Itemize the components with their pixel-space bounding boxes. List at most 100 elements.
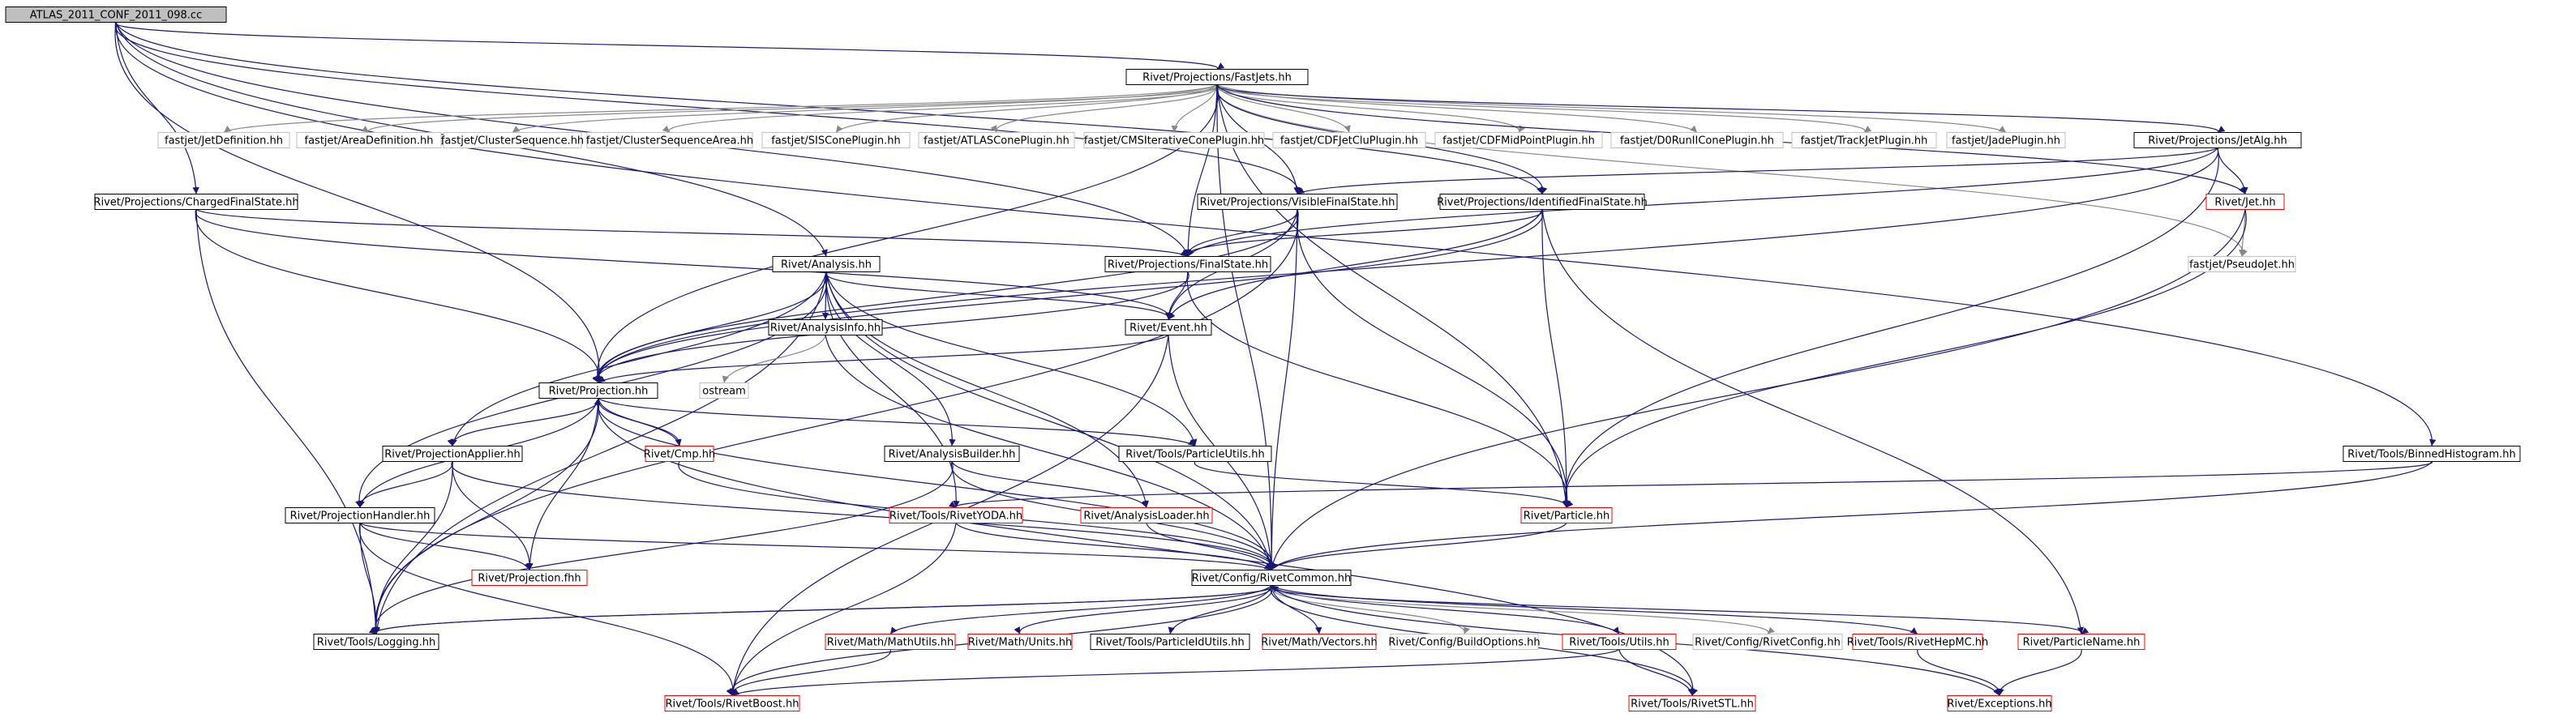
node-siscone[interactable]: fastjet/SISConePlugin.hh: [761, 132, 911, 148]
node-particleutils[interactable]: Rivet/Tools/ParticleUtils.hh: [1118, 446, 1272, 462]
edge-rivetcommon-to-mathutils: [889, 585, 1272, 634]
node-vectors[interactable]: Rivet/Math/Vectors.hh: [1261, 634, 1378, 650]
node-jetalg[interactable]: Rivet/Projections/JetAlg.hh: [2133, 132, 2302, 148]
node-event[interactable]: Rivet/Event.hh: [1125, 319, 1212, 335]
node-label: Rivet/Config/RivetCommon.hh: [1192, 573, 1352, 585]
node-box: [1125, 319, 1212, 335]
node-cmscone[interactable]: fastjet/CMSIterativeConePlugin.hh: [1083, 132, 1265, 148]
node-rivetboost[interactable]: Rivet/Tools/RivetBoost.hh: [664, 695, 800, 711]
edge-root-to-binnedhisto: [115, 22, 2437, 446]
edge-layer: [114, 21, 2437, 696]
node-binnedhisto[interactable]: Rivet/Tools/BinnedHistogram.hh: [2342, 446, 2521, 462]
node-label: Rivet/ParticleName.hh: [2023, 637, 2141, 649]
node-utils[interactable]: Rivet/Tools/Utils.hh: [1562, 634, 1677, 650]
node-projhandler[interactable]: Rivet/ProjectionHandler.hh: [285, 507, 435, 523]
node-cmp[interactable]: Rivet/Cmp.hh: [644, 446, 715, 462]
edge-projection-to-projapplier: [447, 398, 599, 446]
node-box: [382, 446, 523, 462]
node-label: Rivet/Exceptions.hh: [1947, 699, 2051, 711]
edge-particleutils-to-particle: [1194, 461, 1574, 508]
edge-rivetyoda-to-rivetcommon: [955, 523, 1272, 570]
node-label: ATLAS_2011_CONF_2011_098.cc: [30, 10, 202, 22]
edge-fastjets-to-cmscone: [1171, 84, 1218, 133]
node-analysisbuilder[interactable]: Rivet/AnalysisBuilder.hh: [884, 446, 1020, 462]
edge-identfs-to-finalstate: [1181, 209, 1543, 257]
node-cdfjetclu[interactable]: fastjet/CDFJetCluPlugin.hh: [1272, 132, 1426, 148]
node-chargedfs[interactable]: Rivet/Projections/ChargedFinalState.hh: [93, 194, 299, 210]
node-particle[interactable]: Rivet/Particle.hh: [1520, 507, 1613, 523]
node-label: Rivet/Jet.hh: [2214, 197, 2275, 209]
node-jetdef[interactable]: fastjet/JetDefinition.hh: [157, 132, 290, 148]
node-box: [772, 256, 881, 272]
node-d0run[interactable]: fastjet/D0RunIIConePlugin.hh: [1610, 132, 1784, 148]
node-ostream[interactable]: ostream: [699, 382, 749, 399]
edge-fastjets-to-d0run: [1216, 84, 1698, 133]
node-projection[interactable]: Rivet/Projection.hh: [538, 382, 658, 399]
node-box: [1104, 256, 1271, 272]
edge-jetalg-to-projection: [593, 147, 2218, 383]
edge-root-to-visiblefs: [115, 22, 1303, 194]
edge-fastjets-to-projection: [594, 84, 1219, 383]
node-exceptions[interactable]: Rivet/Exceptions.hh: [1947, 695, 2052, 711]
node-mathutils[interactable]: Rivet/Math/MathUtils.hh: [825, 634, 956, 650]
node-jet[interactable]: Rivet/Jet.hh: [2205, 194, 2285, 210]
node-clseq[interactable]: fastjet/ClusterSequence.hh: [441, 132, 584, 148]
node-units[interactable]: Rivet/Math/Units.hh: [967, 634, 1073, 650]
edge-rivetcommon-to-rivethepmc: [1271, 585, 1918, 634]
node-projectionfhh[interactable]: Rivet/Projection.fhh: [471, 570, 588, 586]
node-label: Rivet/Projections/FinalState.hh: [1108, 259, 1268, 271]
node-box: [1628, 695, 1756, 711]
node-box: [586, 132, 753, 148]
node-pseudojet[interactable]: fastjet/PseudoJet.hh: [2188, 256, 2296, 272]
edge-projapplier-to-projhandler: [355, 461, 453, 508]
node-box: [2017, 634, 2145, 650]
edge-projhandler-to-rivetcommon: [359, 523, 1272, 570]
node-label: fastjet/AreaDefinition.hh: [305, 135, 434, 147]
edge-fastjets-to-cdfmid: [1216, 84, 1525, 133]
node-clseqarea[interactable]: fastjet/ClusterSequenceArea.hh: [586, 132, 753, 148]
node-label: Rivet/Event.hh: [1129, 323, 1207, 335]
edge-mathutils-to-rivetboost: [727, 649, 891, 696]
node-label: Rivet/Tools/RivetHepMC.hh: [1847, 637, 1989, 649]
node-identfs[interactable]: Rivet/Projections/IdentifiedFinalState.h…: [1437, 194, 1648, 210]
node-box: [1562, 634, 1677, 650]
node-fastjets[interactable]: Rivet/Projections/FastJets.hh: [1125, 69, 1309, 85]
node-label: Rivet/Projections/JetAlg.hh: [2148, 135, 2287, 147]
node-box: [1692, 634, 1843, 650]
node-areadef[interactable]: fastjet/AreaDefinition.hh: [296, 132, 442, 148]
node-analysis[interactable]: Rivet/Analysis.hh: [772, 256, 881, 272]
node-label: Rivet/Projection.hh: [549, 386, 649, 398]
node-label: fastjet/PseudoJet.hh: [2189, 259, 2295, 271]
edge-fastjets-to-jade: [1216, 84, 2007, 133]
node-particlename[interactable]: Rivet/ParticleName.hh: [2017, 634, 2145, 650]
node-rivetstl[interactable]: Rivet/Tools/RivetSTL.hh: [1628, 695, 1756, 711]
edge-particlename-to-exceptions: [1995, 649, 2082, 696]
node-label: Rivet/Tools/RivetYODA.hh: [889, 511, 1022, 523]
node-rivetyoda[interactable]: Rivet/Tools/RivetYODA.hh: [889, 507, 1023, 523]
node-trackjet[interactable]: fastjet/TrackJetPlugin.hh: [1791, 132, 1937, 148]
node-cdfmid[interactable]: fastjet/CDFMidPointPlugin.hh: [1434, 132, 1603, 148]
node-analysisloader[interactable]: Rivet/AnalysisLoader.hh: [1080, 507, 1213, 523]
node-particleidutils[interactable]: Rivet/Tools/ParticleIdUtils.hh: [1090, 634, 1250, 650]
edge-analysisinfo-to-ostream: [722, 335, 826, 383]
node-projapplier[interactable]: Rivet/ProjectionApplier.hh: [382, 446, 523, 462]
node-label: ostream: [702, 386, 746, 398]
node-box: [1191, 570, 1352, 586]
node-atlascone[interactable]: fastjet/ATLASConePlugin.hh: [918, 132, 1075, 148]
node-box: [538, 382, 658, 399]
node-label: Rivet/Projections/ChargedFinalState.hh: [93, 197, 298, 209]
node-logging[interactable]: Rivet/Tools/Logging.hh: [313, 634, 439, 650]
node-analysisinfo[interactable]: Rivet/AnalysisInfo.hh: [768, 319, 883, 335]
node-rivethepmc[interactable]: Rivet/Tools/RivetHepMC.hh: [1847, 634, 1989, 650]
node-box: [157, 132, 290, 148]
node-finalstate[interactable]: Rivet/Projections/FinalState.hh: [1104, 256, 1271, 272]
edge-fastjets-to-finalstate: [1184, 84, 1218, 257]
node-visiblefs[interactable]: Rivet/Projections/VisibleFinalState.hh: [1197, 194, 1398, 210]
edge-projhandler-to-projectionfhh: [359, 523, 531, 570]
node-buildoptions[interactable]: Rivet/Config/BuildOptions.hh: [1388, 634, 1541, 650]
node-rivetconfig[interactable]: Rivet/Config/RivetConfig.hh: [1692, 634, 1843, 650]
edge-visiblefs-to-finalstate: [1183, 209, 1298, 257]
node-rivetcommon[interactable]: Rivet/Config/RivetCommon.hh: [1191, 570, 1352, 586]
node-jade[interactable]: fastjet/JadePlugin.hh: [1946, 132, 2066, 148]
node-box: [768, 319, 883, 335]
